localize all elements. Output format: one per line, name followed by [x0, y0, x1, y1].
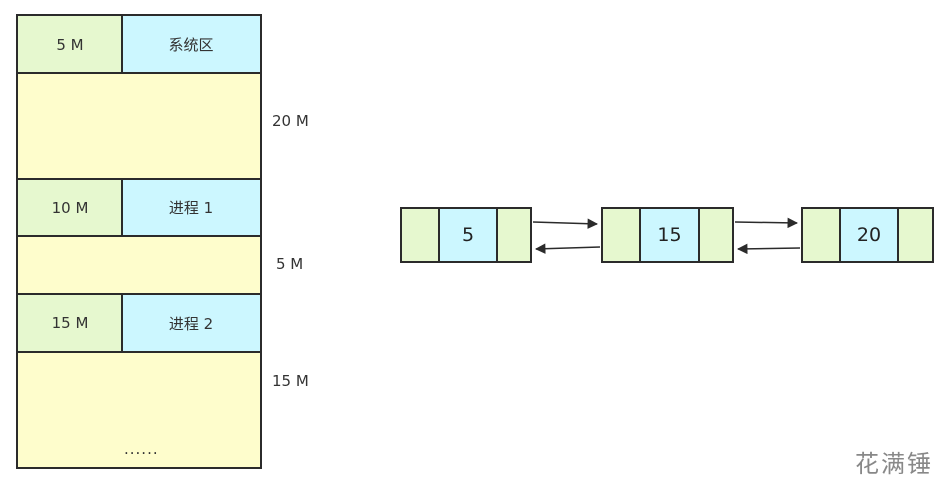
process-2-label-cell: 进程 2 — [122, 294, 260, 352]
free-region-3-size: 15 M — [272, 372, 309, 390]
process-2-size: 15 M — [51, 314, 89, 332]
more-ellipsis: ...... — [124, 440, 159, 458]
system-area-size-cell: 5 M — [18, 16, 122, 73]
process-1-size-cell: 10 M — [18, 179, 122, 236]
free-region-1 — [18, 73, 260, 179]
divider — [121, 16, 123, 73]
process-1-label: 进程 1 — [168, 199, 214, 217]
divider — [121, 179, 123, 236]
prev-arrow-2 — [736, 243, 801, 255]
free-region-2 — [18, 236, 260, 294]
process-2-size-cell: 15 M — [18, 294, 122, 352]
free-list-node-2-value: 15 — [639, 209, 700, 261]
next-arrow-1 — [532, 218, 599, 229]
divider — [18, 351, 260, 353]
process-1-label-cell: 进程 1 — [122, 179, 260, 236]
system-area-size: 5 M — [56, 35, 84, 54]
system-area-label-cell: 系统区 — [122, 16, 260, 73]
free-list-node-3: 20 — [801, 207, 934, 263]
process-1-size: 10 M — [51, 198, 89, 217]
divider — [18, 235, 260, 237]
free-region-3 — [18, 352, 260, 467]
free-region-1-size: 20 M — [272, 112, 309, 130]
divider — [18, 293, 260, 295]
free-list-node-2: 15 — [601, 207, 734, 263]
free-list-node-3-value: 20 — [839, 209, 899, 261]
next-arrow-2 — [734, 217, 799, 229]
system-area-label: 系统区 — [168, 36, 214, 54]
free-region-2-size: 5 M — [276, 255, 304, 273]
free-list-node-1-value: 5 — [438, 209, 498, 261]
process-2-label: 进程 2 — [168, 314, 214, 333]
free-list-node-1: 5 — [400, 207, 532, 263]
divider — [121, 294, 123, 352]
divider — [18, 178, 260, 180]
prev-arrow-1 — [534, 243, 601, 254]
divider — [18, 72, 260, 74]
memory-layout: 5 M 系统区 10 M 进程 1 15 M 进程 2 ...... — [16, 14, 262, 469]
watermark: 花满锤 — [855, 450, 933, 478]
